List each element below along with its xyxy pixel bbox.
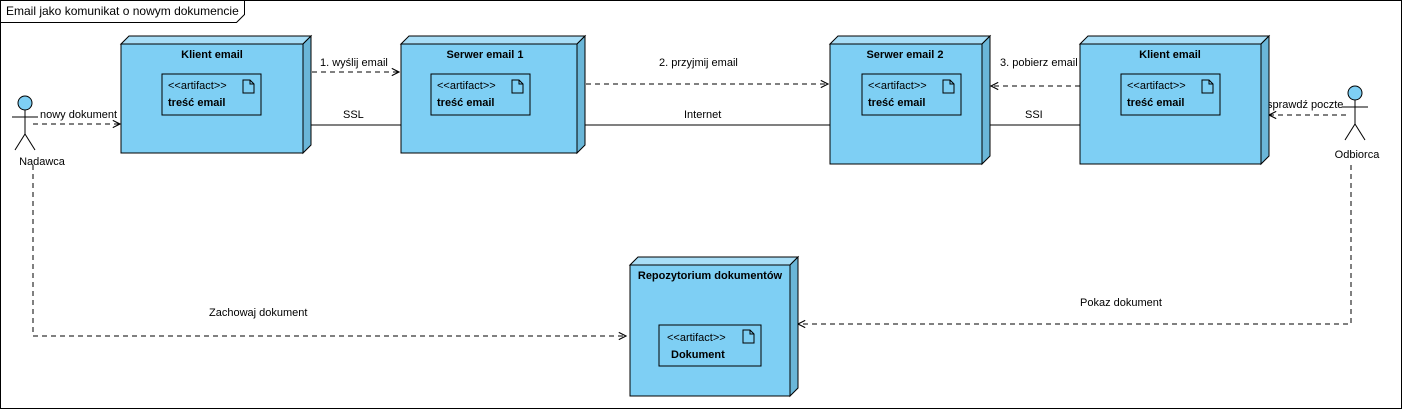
node-server-1-title: Serwer email 1	[446, 49, 523, 61]
actor-sender: Nadawca	[12, 95, 66, 168]
artifact-client-right-name: treść email	[1127, 97, 1184, 109]
ssl-label: SSL	[343, 109, 364, 121]
document-icon	[742, 329, 755, 344]
internet-label: Internet	[684, 109, 721, 121]
fetch-email-label: 3. pobierz email	[1000, 57, 1078, 69]
artifact-server-1-name: treść email	[437, 97, 494, 109]
send-email-label: 1. wyślij email	[320, 57, 388, 69]
dependency-arrows	[32, 72, 1352, 336]
new-document-label: nowy dokument	[40, 109, 117, 121]
document-icon	[511, 79, 524, 94]
receive-email-label: 2. przyjmij email	[659, 57, 738, 69]
artifact-server-2: <<artifact>> treść email	[861, 73, 962, 116]
artifact-server-1-stereotype: <<artifact>>	[437, 80, 496, 92]
node-client-right-title: Klient email	[1139, 49, 1201, 61]
link-labels: nowy dokument 1. wyślij email SSL 2. prz…	[40, 57, 1343, 319]
document-icon	[942, 79, 955, 94]
document-icon	[242, 79, 255, 94]
artifact-client-left-name: treść email	[168, 97, 225, 109]
node-repository: Repozytorium dokumentów <<artifact>> Dok…	[628, 255, 800, 398]
ssi-label: SSI	[1025, 109, 1043, 121]
document-icon	[1201, 79, 1214, 94]
actor-sender-name: Nadawca	[19, 156, 66, 168]
node-client-left-title: Klient email	[181, 49, 243, 61]
show-document-label: Pokaz dokument	[1080, 297, 1162, 309]
save-document-label: Zachowaj dokument	[209, 307, 307, 319]
node-server-2-title: Serwer email 2	[866, 49, 943, 61]
artifact-repository-name: Dokument	[671, 349, 725, 361]
artifact-client-right-stereotype: <<artifact>>	[1127, 80, 1186, 92]
actor-head	[1347, 85, 1363, 101]
artifact-client-left-stereotype: <<artifact>>	[168, 80, 227, 92]
artifact-client-left: <<artifact>> treść email	[161, 73, 262, 116]
actor-receiver-name: Odbiorca	[1335, 149, 1381, 161]
frame-title: Email jako komunikat o nowym dokumencie	[6, 4, 239, 18]
artifact-server-1: <<artifact>> treść email	[430, 73, 531, 116]
save-document-arrow	[32, 165, 626, 336]
artifact-client-right: <<artifact>> treść email	[1120, 73, 1221, 116]
node-client-right: Klient email <<artifact>> treść email	[1078, 34, 1271, 166]
artifact-server-2-stereotype: <<artifact>>	[868, 80, 927, 92]
artifact-repository-stereotype: <<artifact>>	[667, 332, 726, 344]
check-mail-label: sprawdź poczte	[1267, 99, 1343, 111]
artifact-server-2-name: treść email	[868, 97, 925, 109]
actor-head	[17, 95, 33, 111]
node-repository-title: Repozytorium dokumentów	[638, 270, 783, 282]
node-server-1: Serwer email 1 <<artifact>> treść email	[399, 34, 587, 155]
artifact-repository: <<artifact>> Dokument	[658, 324, 762, 367]
node-client-left: Klient email <<artifact>> treść email	[119, 34, 313, 155]
node-server-2: Serwer email 2 <<artifact>> treść email	[828, 34, 992, 166]
actor-receiver: Odbiorca	[1335, 85, 1381, 161]
